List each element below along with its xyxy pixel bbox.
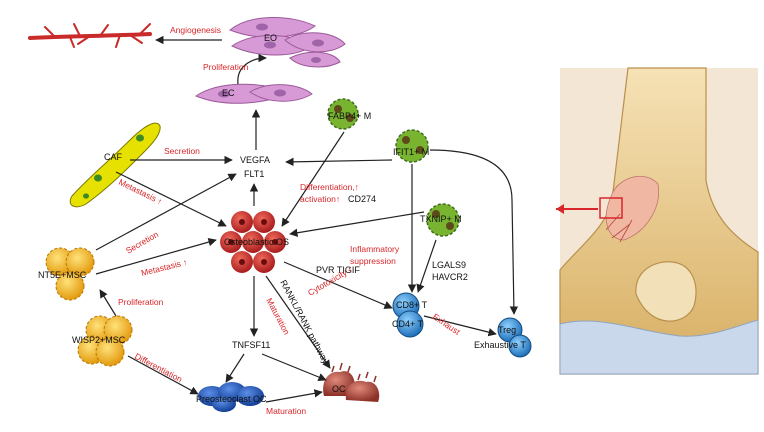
label-differentiation-activation-1: Differentiation,↑ [300,182,359,192]
blood-vessel [28,23,152,48]
label-proliferation-ec: Proliferation [203,62,249,72]
ifit1-m-label: IFIT1+ M [393,147,429,157]
flt1-label: FLT1 [244,169,264,179]
label-maturation-pre: Maturation [266,406,306,416]
txnip-macrophage [426,203,460,237]
caf-label: CAF [104,152,123,162]
exhaustive-t-label: Exhaustive T [474,340,526,350]
preosteoclast-label: Preosteoclast OC [196,394,267,404]
label-secretion-msc: Secretion [124,229,160,256]
ec-cells [194,83,313,104]
fabp4-m-label: FABP4+ M [328,111,371,121]
fabp4-macrophage [327,98,359,130]
label-havcr2: HAVCR2 [432,272,468,282]
txnip-m-label: TXNIP+ M [420,214,462,224]
label-secretion-caf: Secretion [164,146,200,156]
label-angiogenesis: Angiogenesis [170,25,221,35]
caf-cell [69,122,161,208]
tnfsf11-label: TNFSF11 [232,340,270,350]
nt5e-msc-cells [45,247,95,301]
label-pvr-tigif: PVR TIGIF [316,265,360,275]
osteoblastic-os-label: Osteoblastic OS [224,237,289,247]
preosteoclast-cells [198,382,264,412]
label-cd274: CD274 [348,194,376,204]
edges [95,35,519,403]
label-maturation-os: Maturation [264,296,292,336]
cd8-cd4-t-cells [392,292,424,338]
wisp2-msc-cells [77,315,133,367]
label-differentiation-activation-2: activation↑ [300,194,340,204]
treg-label: Treg [498,325,516,335]
wisp2-msc-label: WISP2+MSC [72,335,126,345]
oc-label: OC [332,384,346,394]
knee-joint-illustration [559,67,759,375]
ec-label: EC [222,88,235,98]
ifit1-macrophage [395,129,429,163]
cd8-t-label: CD8+ T [396,300,428,310]
red-left-arrow-icon [556,204,598,214]
treg-cells [497,317,532,358]
label-inflammatory-1: Inflammatory [350,244,400,254]
label-inflammatory-2: suppression [350,256,396,266]
osteoclast-cells [323,362,380,402]
eo-cells [229,17,346,68]
vegfa-label: VEGFA [240,155,270,165]
label-proliferation-msc: Proliferation [118,297,164,307]
eo-label: EO [264,33,277,43]
nt5e-msc-label: NT5E+MSC [38,270,87,280]
label-lgals9: LGALS9 [432,260,466,270]
osteoblastic-os-cluster [220,211,286,273]
cd4-t-label: CD4+ T [392,319,424,329]
label-differentiation-msc: Differentiation [133,351,184,385]
